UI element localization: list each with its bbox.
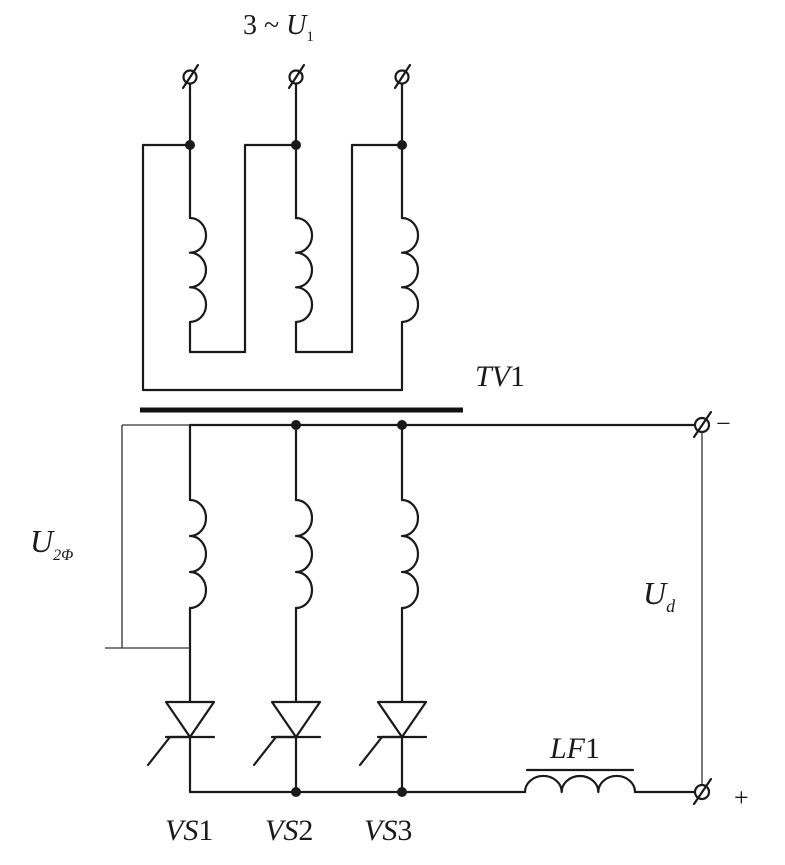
thyristor-label-vs3: VS3	[364, 814, 412, 847]
primary-wiring	[141, 82, 404, 392]
transformer-label: TV1	[475, 360, 525, 393]
primary-winding-c	[400, 216, 420, 324]
thyristor-vs3-symbol	[358, 700, 428, 767]
thyristor-vs2-symbol	[252, 700, 322, 767]
secondary-winding-c	[400, 498, 420, 610]
secondary-winding-a	[188, 498, 208, 610]
primary-junction-b	[291, 140, 301, 150]
thyristor-label-vs2: VS2	[265, 814, 313, 847]
positive-terminal-sign: +	[734, 783, 749, 812]
primary-junction-a	[185, 140, 195, 150]
positive-output-terminal	[692, 777, 713, 806]
secondary-winding-b	[294, 498, 314, 610]
thyristor-vs1-symbol	[146, 700, 216, 767]
phase-voltage-dimension	[105, 424, 190, 649]
primary-winding-a	[188, 216, 208, 324]
smoothing-inductor	[523, 768, 637, 794]
phase-voltage-label: U2Φ	[30, 523, 73, 564]
cathode-junction-b	[291, 787, 301, 797]
inductor-label: LF1	[549, 732, 600, 765]
primary-winding-b	[294, 216, 314, 324]
dc-voltage-label: Ud	[643, 575, 676, 616]
supply-label: 3 ~ U1	[243, 10, 314, 45]
negative-terminal-sign: −	[716, 409, 731, 438]
cathode-junction-c	[397, 787, 407, 797]
secondary-wiring	[188, 423, 697, 794]
thyristor-label-vs1: VS1	[165, 814, 213, 847]
primary-junction-c	[397, 140, 407, 150]
